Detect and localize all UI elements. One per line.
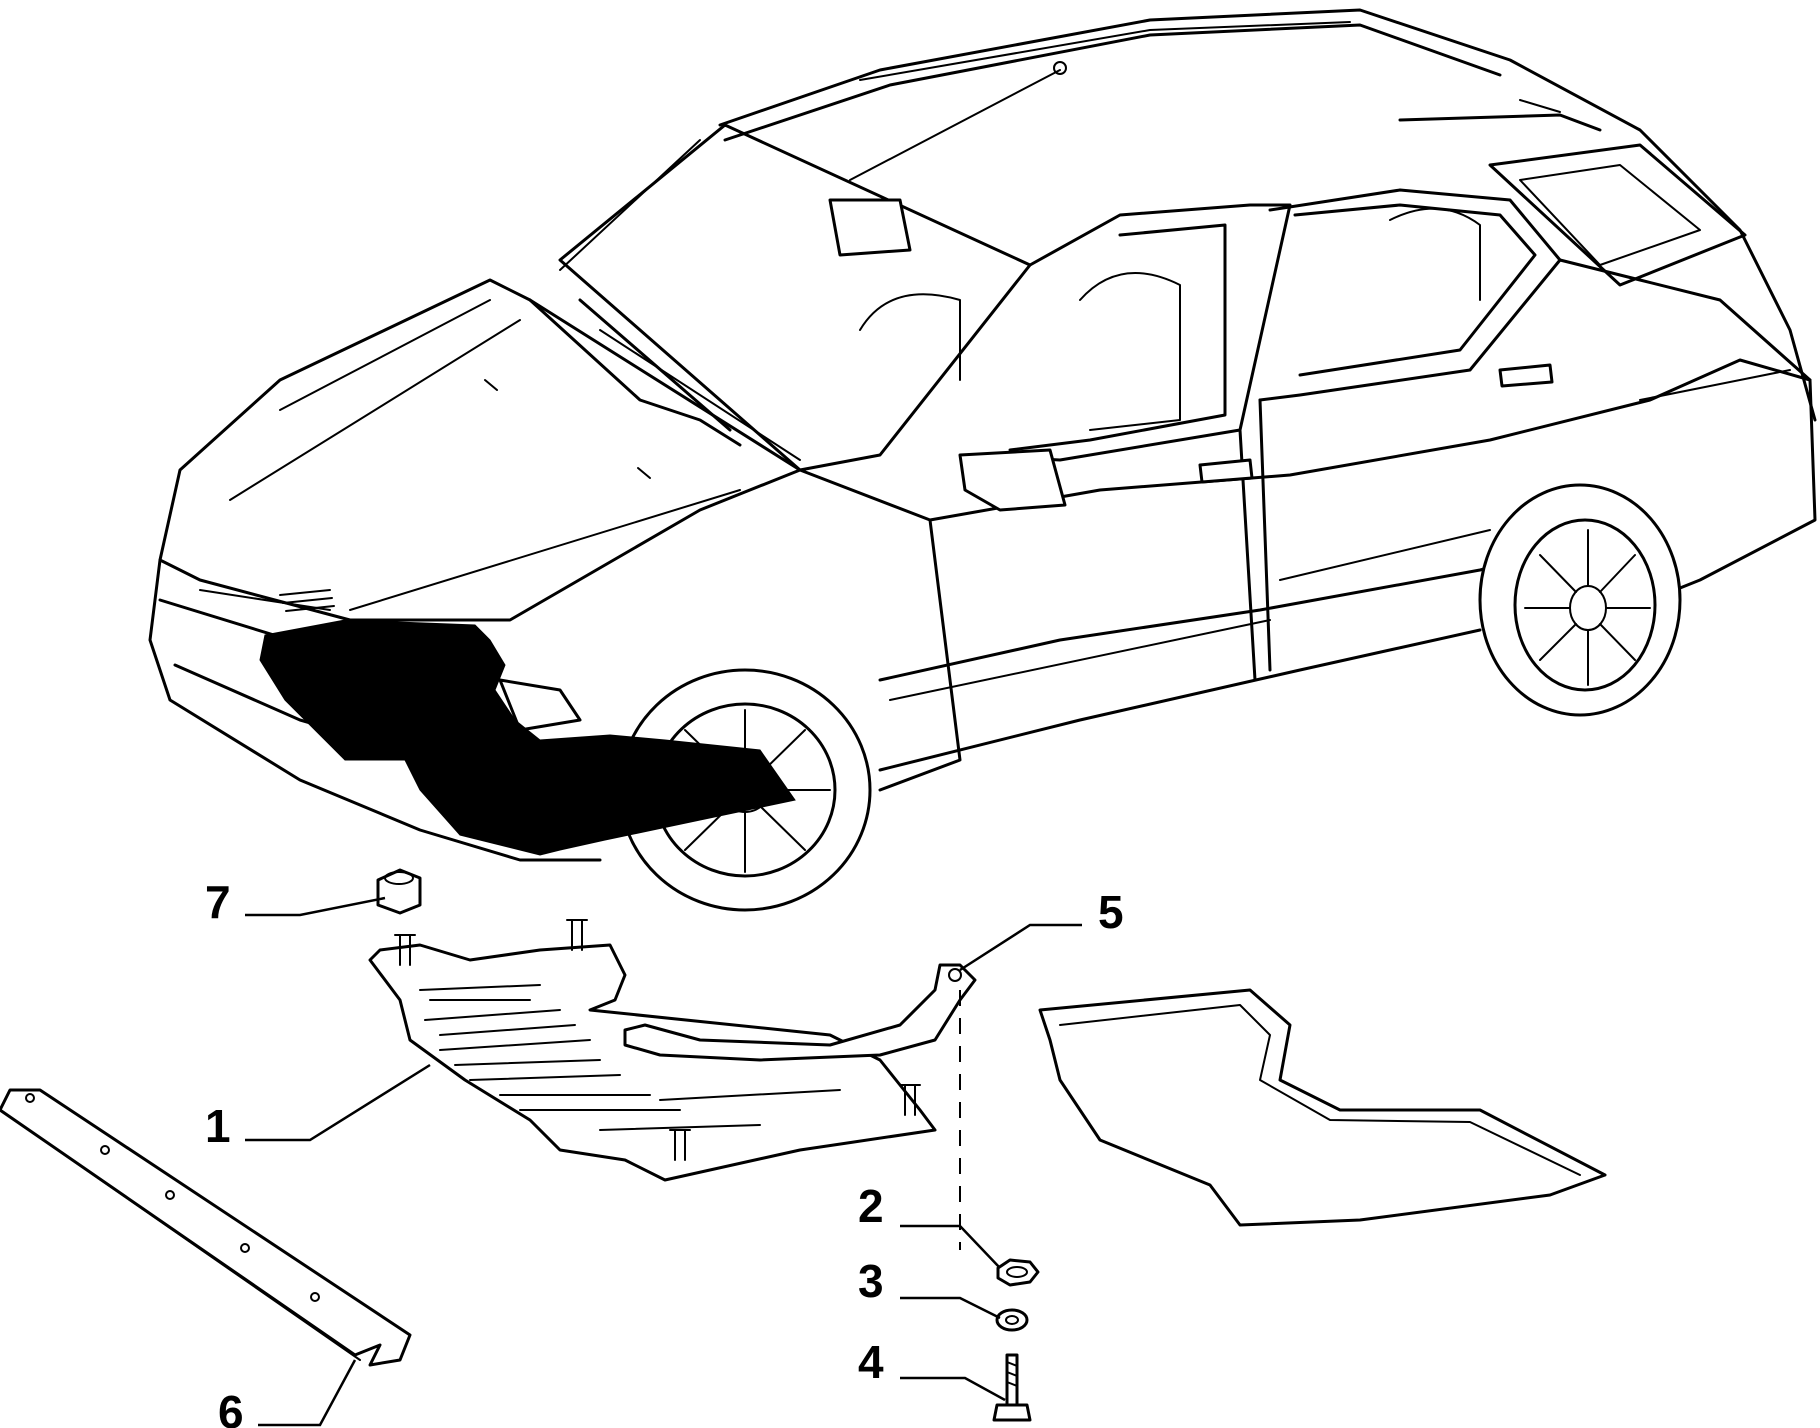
callout-1: 1	[205, 1063, 431, 1152]
shield-location-highlight	[259, 619, 796, 856]
callout-label-3: 3	[858, 1255, 884, 1307]
callout-label-7: 7	[205, 876, 231, 928]
callout-2: 2	[858, 1180, 1001, 1269]
callout-label-1: 1	[205, 1100, 231, 1152]
washer-icon	[995, 1308, 1029, 1332]
cage-nut-icon	[376, 868, 422, 915]
car-outline-icon	[148, 8, 1817, 912]
callout-5: 5	[959, 886, 1124, 972]
callout-4: 4	[858, 1336, 1006, 1402]
nut-icon	[996, 1258, 1040, 1287]
bracket-icon	[623, 963, 977, 1062]
callout-3: 3	[858, 1255, 1001, 1320]
bolt-icon	[992, 1353, 1032, 1422]
callout-7: 7	[205, 876, 386, 928]
pad-outline-icon	[1038, 988, 1607, 1227]
strip-icon	[0, 1088, 412, 1367]
callout-label-2: 2	[858, 1180, 884, 1232]
rear-wheel-icon	[1478, 483, 1682, 717]
callout-label-5: 5	[1098, 886, 1124, 938]
underbody-shield-icon	[368, 919, 937, 1182]
callout-label-4: 4	[858, 1336, 884, 1388]
callout-label-6: 6	[218, 1386, 244, 1428]
callout-6: 6	[218, 1359, 357, 1428]
